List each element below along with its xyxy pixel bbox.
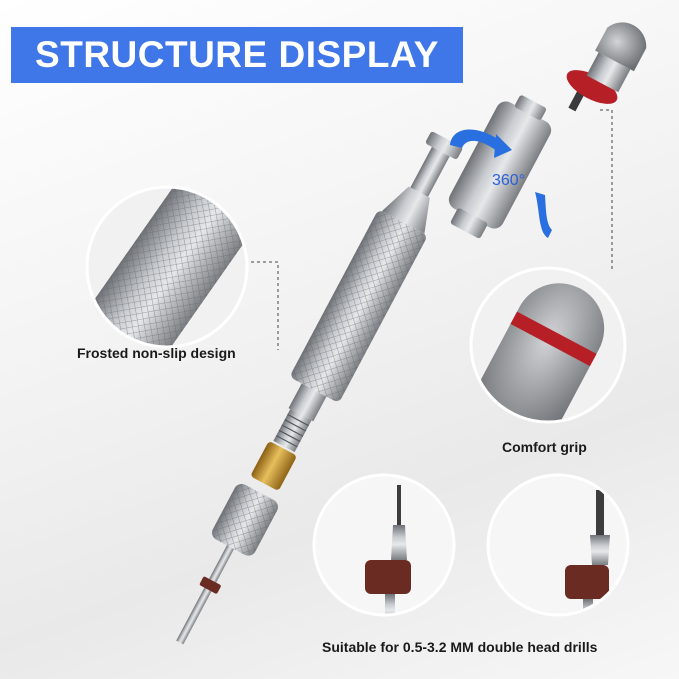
title-banner: STRUCTURE DISPLAY xyxy=(11,27,463,83)
rotation-label: 360° xyxy=(492,172,526,189)
pin-vise-body xyxy=(176,131,463,645)
caption-drills: Suitable for 0.5-3.2 MM double head dril… xyxy=(322,639,598,655)
end-cap xyxy=(566,22,647,104)
callout-drill-closeup-2 xyxy=(488,475,628,615)
page-title: STRUCTURE DISPLAY xyxy=(35,34,439,75)
caption-comfort: Comfort grip xyxy=(502,439,587,455)
callout-drill-closeup-1 xyxy=(314,475,454,615)
callout-comfort-closeup xyxy=(471,268,625,422)
leader-line-frosted xyxy=(245,261,279,350)
swivel-head xyxy=(448,95,552,239)
leader-line-comfort xyxy=(600,109,613,272)
callout-knurl-closeup xyxy=(87,187,247,347)
rotation-arrow-icon xyxy=(450,129,552,238)
caption-frosted: Frosted non-slip design xyxy=(77,345,236,361)
